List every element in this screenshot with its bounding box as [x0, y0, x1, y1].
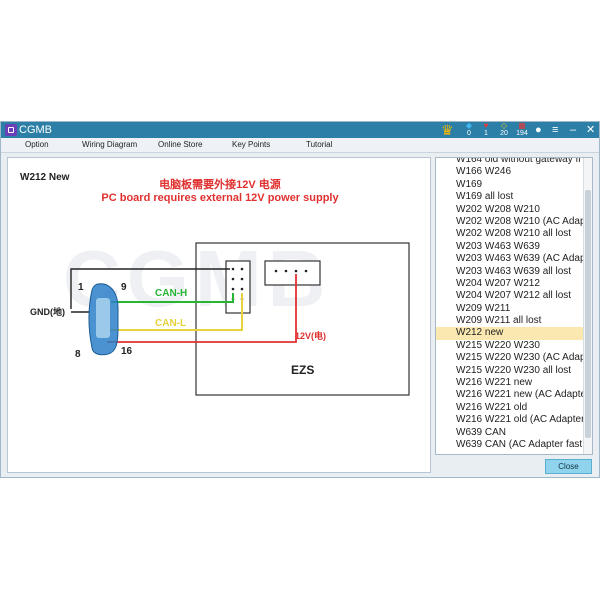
list-item[interactable]: W639 CAN (AC Adapter fast	[456, 438, 583, 450]
close-icon[interactable]: ✕	[586, 124, 596, 136]
pin-1-label: 1	[78, 282, 84, 293]
menu-tutorial[interactable]: Tutorial	[306, 140, 333, 149]
list-item[interactable]: W203 W463 W639 all lost	[456, 265, 572, 277]
list-item[interactable]: W216 W221 old	[456, 401, 528, 413]
ezs-module-box	[195, 242, 410, 396]
12v-label: 12V(电)	[295, 330, 326, 341]
diamond-icon: ◆	[465, 121, 473, 130]
list-item[interactable]: W216 W221 old (AC Adapter	[456, 414, 584, 426]
list-item[interactable]: W204 W207 W212 all lost	[456, 290, 572, 302]
heart-stat: ♥ 1	[477, 122, 495, 138]
pin-16-label: 16	[121, 346, 133, 357]
user-icon[interactable]: ●	[535, 124, 542, 136]
list-item[interactable]: W216 W221 new	[456, 377, 533, 389]
ezs-label: EZS	[291, 363, 314, 377]
app-title: CGMB	[19, 124, 52, 136]
grid-stat: ▦ 194	[513, 122, 531, 138]
list-item[interactable]: W166 W246	[456, 166, 512, 178]
model-title: W212 New	[20, 172, 70, 183]
connector-a	[225, 260, 251, 314]
crown-icon[interactable]: ♛	[441, 122, 454, 138]
gnd-label: GND(地)	[30, 306, 65, 317]
list-item[interactable]: W215 W220 W230 (AC Adapt	[456, 352, 584, 364]
connector-b-pins	[274, 269, 308, 273]
wire-can-l	[109, 293, 243, 331]
heart-icon: ♥	[483, 121, 489, 130]
list-item[interactable]: W212 new	[436, 327, 584, 340]
list-item[interactable]: W204 W207 W212	[456, 277, 540, 289]
connector-b	[264, 260, 321, 286]
wiring-diagram: 1 9 8 16 GND(地) CAN-H CAN-L 12V(电) EZS	[30, 242, 410, 396]
list-item[interactable]: W203 W463 W639	[456, 240, 540, 252]
obd-connector-face	[96, 298, 110, 338]
power-note-cn: 电脑板需要外接12V 电源	[159, 179, 281, 191]
menu-key-points[interactable]: Key Points	[232, 140, 271, 149]
list-item[interactable]: W164 old without gateway fi	[456, 157, 581, 165]
can-h-label: CAN-H	[155, 288, 187, 299]
list-item[interactable]: W209 W211 all lost	[456, 315, 542, 327]
menu-icon[interactable]: ≡	[552, 124, 559, 136]
pin-8-label: 8	[75, 349, 81, 360]
list-item[interactable]: W215 W220 W230 all lost	[456, 364, 572, 376]
menu-option[interactable]: Option	[25, 140, 49, 149]
minimize-icon[interactable]: –	[570, 124, 577, 136]
wire-12v	[107, 274, 297, 343]
diamond-stat: ◆ 0	[460, 122, 478, 138]
power-note-en: PC board requires external 12V power sup…	[101, 192, 339, 204]
menu-online-store[interactable]: Online Store	[158, 140, 203, 149]
title-bar: CGMB ♛ ◆ 0 ♥ 1 ◇ 20 ▦ 194 ● ≡ – ✕	[1, 122, 599, 138]
diamond-count: 0	[467, 130, 471, 137]
app-window: CGMB ♛ ◆ 0 ♥ 1 ◇ 20 ▦ 194 ● ≡ – ✕ Option…	[0, 121, 600, 478]
app-logo-icon	[5, 124, 17, 136]
can-l-label: CAN-L	[155, 318, 186, 329]
list-item[interactable]: W215 W220 W230	[456, 339, 540, 351]
pin-9-label: 9	[121, 282, 127, 293]
list-item[interactable]: W639 CAN	[456, 426, 507, 438]
menu-wiring-diagram[interactable]: Wiring Diagram	[82, 140, 138, 149]
obd-connector	[88, 283, 119, 356]
gem-icon: ◇	[500, 121, 508, 130]
heart-count: 1	[484, 130, 488, 137]
list-scrollbar[interactable]	[583, 158, 592, 454]
list-scrollbar-thumb[interactable]	[585, 190, 591, 438]
gem-count: 20	[500, 130, 508, 137]
list-item[interactable]: W203 W463 W639 (AC Adapt	[456, 253, 584, 265]
menu-bar: Option Wiring Diagram Online Store Key P…	[1, 138, 599, 153]
gem-stat: ◇ 20	[495, 122, 513, 138]
list-item[interactable]: W202 W208 W210 (AC Adapt	[456, 215, 584, 227]
list-item[interactable]: W216 W221 new (AC Adapte	[456, 389, 584, 401]
list-item[interactable]: W169	[456, 178, 483, 190]
grid-count: 194	[516, 130, 528, 137]
wire-pin1	[70, 268, 230, 309]
list-item[interactable]: W169 all lost	[456, 191, 514, 203]
grid-icon: ▦	[518, 121, 526, 130]
list-item[interactable]: W209 W211	[456, 302, 511, 314]
wiring-diagram-panel: CGMB W212 New 电脑板需要外接12V 电源 PC board req…	[7, 157, 431, 473]
list-item[interactable]: W202 W208 W210	[456, 203, 540, 215]
wire-can-h	[111, 293, 234, 303]
list-item[interactable]: W202 W208 W210 all lost	[456, 228, 572, 240]
close-button[interactable]: Close	[545, 459, 592, 474]
